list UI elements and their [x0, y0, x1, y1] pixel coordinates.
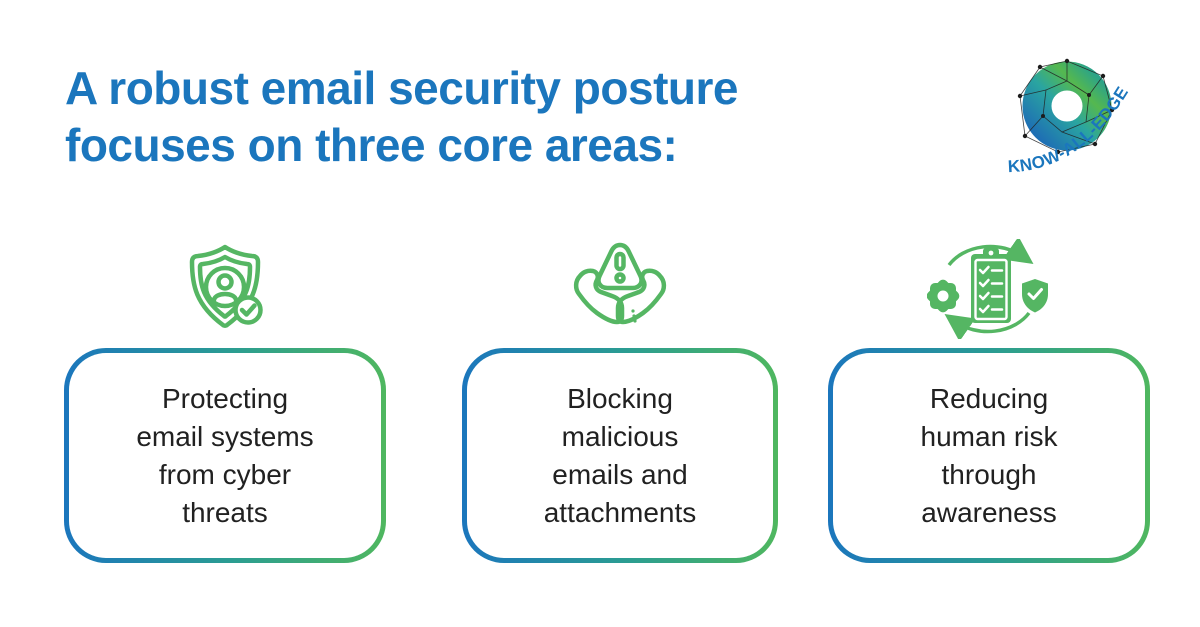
checklist-gear-shield-icon — [927, 239, 1051, 339]
shield-check-icon — [1022, 279, 1048, 313]
card2-line4: attachments — [543, 496, 697, 528]
card-reducing-human-risk: Reducing human risk through awareness — [828, 348, 1150, 563]
gear-icon — [927, 279, 960, 313]
card-text: Protecting email systems from cyber thre… — [69, 353, 381, 558]
card2-line1: Blocking — [567, 382, 673, 414]
card3-line1: Reducing — [929, 382, 1049, 414]
card-text: Reducing human risk through awareness — [833, 353, 1145, 558]
card1-line4: threats — [182, 496, 268, 528]
card3-line3: through — [941, 458, 1037, 490]
page-title: A robust email security posture focuses … — [65, 60, 738, 174]
card2-line3: emails and — [552, 458, 688, 490]
clipboard-checklist-icon — [971, 248, 1011, 323]
shield-user-verified-icon — [175, 238, 275, 338]
card1-line2: email systems — [136, 420, 314, 452]
knowalledge-logo: KNOW-ALL-EDGE — [1000, 48, 1158, 186]
card3-line2: human risk — [920, 420, 1058, 452]
card2-line2: malicious — [561, 420, 679, 452]
card1-line3: from cyber — [158, 458, 292, 490]
logo-network-nodes — [1017, 58, 1115, 155]
logo-torus-icon: KNOW-ALL-EDGE — [1007, 58, 1132, 176]
title-line-1: A robust email security posture — [65, 62, 738, 114]
title-line-2: focuses on three core areas: — [65, 119, 678, 171]
card1-line1: Protecting — [161, 382, 289, 414]
hands-warning-icon — [570, 238, 670, 338]
card3-line4: awareness — [921, 496, 1057, 528]
card-text: Blocking malicious emails and attachment… — [467, 353, 773, 558]
card-protecting-email-systems: Protecting email systems from cyber thre… — [64, 348, 386, 563]
card-blocking-malicious-emails: Blocking malicious emails and attachment… — [462, 348, 778, 563]
